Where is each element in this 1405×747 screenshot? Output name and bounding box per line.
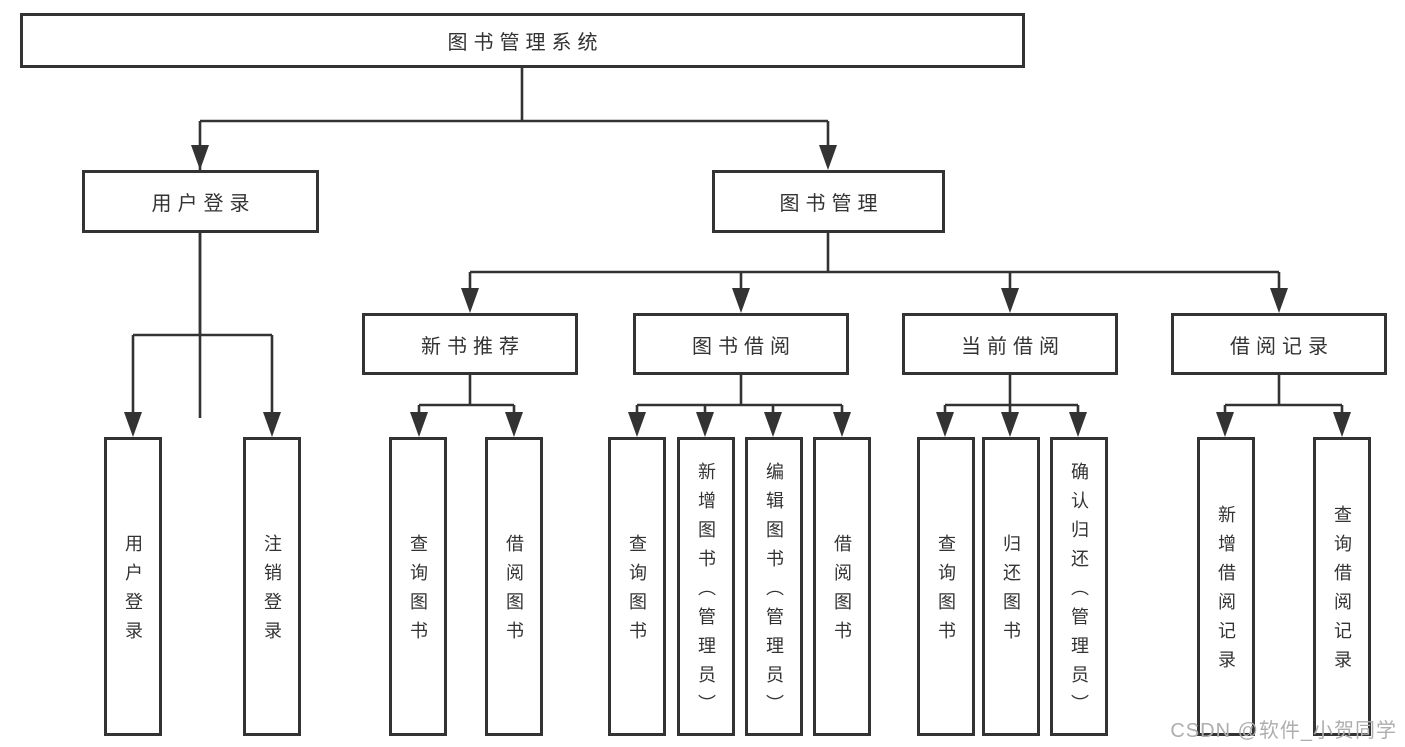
node-root-system: 图书管理系统 bbox=[20, 13, 1025, 68]
arrow-icon bbox=[1270, 288, 1288, 313]
node-label: 查询图书 bbox=[627, 534, 647, 650]
arrow-icon bbox=[819, 145, 837, 170]
node-label: 用户登录 bbox=[123, 534, 143, 650]
connector-userlogin-branch bbox=[131, 233, 274, 420]
node-label: 确认归还（管理员） bbox=[1069, 461, 1089, 723]
node-label: 新书推荐 bbox=[421, 335, 525, 358]
arrow-icon bbox=[628, 412, 646, 437]
connector-record-branch bbox=[1223, 375, 1344, 420]
leaf-query-borrow-record: 查询借阅记录 bbox=[1313, 437, 1371, 736]
connector-bookborrow-branch bbox=[635, 375, 844, 420]
leaf-add-borrow-record: 新增借阅记录 bbox=[1197, 437, 1255, 736]
node-book-management: 图书管理 bbox=[712, 170, 945, 233]
leaf-borrow-book: 借阅图书 bbox=[813, 437, 871, 736]
node-label: 借阅图书 bbox=[504, 534, 524, 650]
leaf-logout: 注销登录 bbox=[243, 437, 301, 736]
arrow-icon bbox=[410, 412, 428, 437]
node-new-book-recommend: 新书推荐 bbox=[362, 313, 578, 375]
node-label: 注销登录 bbox=[262, 534, 282, 650]
leaf-query-book-current: 查询图书 bbox=[917, 437, 975, 736]
leaf-query-book-recommend: 查询图书 bbox=[389, 437, 447, 736]
node-user-login: 用户登录 bbox=[82, 170, 319, 233]
arrow-icon bbox=[1001, 412, 1019, 437]
connector-newbook-branch bbox=[417, 375, 516, 420]
node-label: 借阅图书 bbox=[832, 534, 852, 650]
connector-root-to-level2 bbox=[198, 68, 830, 418]
node-current-borrowing: 当前借阅 bbox=[902, 313, 1118, 375]
node-borrowing-records: 借阅记录 bbox=[1171, 313, 1387, 375]
leaf-add-book-admin: 新增图书（管理员） bbox=[677, 437, 735, 736]
arrow-icon bbox=[1333, 412, 1351, 437]
node-label: 用户登录 bbox=[151, 193, 256, 215]
leaf-edit-book-admin: 编辑图书（管理员） bbox=[745, 437, 803, 736]
csdn-watermark: CSDN @软件_小贺同学 bbox=[1170, 720, 1397, 742]
leaf-query-book-borrowing: 查询图书 bbox=[608, 437, 666, 736]
leaf-user-login: 用户登录 bbox=[104, 437, 162, 736]
node-label: 查询图书 bbox=[408, 534, 428, 650]
arrow-icon bbox=[732, 288, 750, 313]
node-label: 当前借阅 bbox=[961, 335, 1065, 358]
arrow-icon bbox=[1069, 412, 1087, 437]
arrow-icon bbox=[505, 412, 523, 437]
node-label: 图书管理系统 bbox=[447, 32, 604, 54]
node-label: 图书借阅 bbox=[692, 335, 796, 358]
arrow-icon bbox=[696, 412, 714, 437]
arrow-icon bbox=[461, 288, 479, 313]
arrow-icon bbox=[191, 145, 209, 170]
node-label: 查询图书 bbox=[936, 534, 956, 650]
connector-currentborrow-branch bbox=[943, 375, 1080, 420]
connector-bookmgmt-to-level3 bbox=[468, 233, 1281, 300]
node-label: 查询借阅记录 bbox=[1332, 505, 1352, 679]
leaf-borrow-book-recommend: 借阅图书 bbox=[485, 437, 543, 736]
node-label: 编辑图书（管理员） bbox=[764, 461, 784, 723]
arrow-icon bbox=[833, 412, 851, 437]
node-label: 新增图书（管理员） bbox=[696, 461, 716, 723]
arrowheads bbox=[124, 145, 1351, 437]
arrow-icon bbox=[1216, 412, 1234, 437]
arrow-icon bbox=[263, 412, 281, 437]
arrow-icon bbox=[124, 412, 142, 437]
node-label: 借阅记录 bbox=[1230, 335, 1334, 358]
node-label: 归还图书 bbox=[1001, 534, 1021, 650]
leaf-return-book: 归还图书 bbox=[982, 437, 1040, 736]
node-book-borrowing: 图书借阅 bbox=[633, 313, 849, 375]
node-label: 新增借阅记录 bbox=[1216, 505, 1236, 679]
arrow-icon bbox=[936, 412, 954, 437]
arrow-icon bbox=[1001, 288, 1019, 313]
leaf-confirm-return-admin: 确认归还（管理员） bbox=[1050, 437, 1108, 736]
arrow-icon bbox=[764, 412, 782, 437]
node-label: 图书管理 bbox=[779, 193, 884, 215]
